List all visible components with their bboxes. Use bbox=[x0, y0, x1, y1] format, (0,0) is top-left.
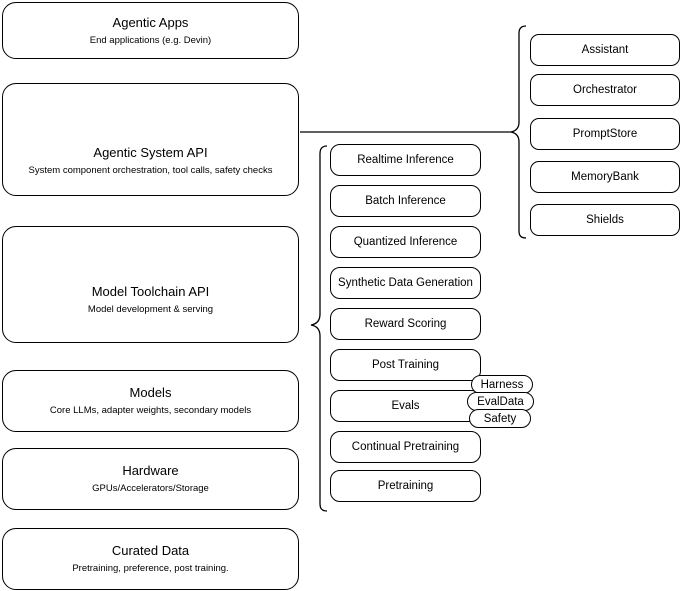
capability-realtime-inference-label: Realtime Inference bbox=[357, 154, 454, 166]
layer-hardware[interactable]: Hardware GPUs/Accelerators/Storage bbox=[2, 448, 299, 510]
capability-pretraining[interactable]: Pretraining bbox=[330, 470, 481, 502]
capability-reward-scoring-label: Reward Scoring bbox=[364, 318, 447, 330]
layer-hardware-content: Hardware GPUs/Accelerators/Storage bbox=[92, 463, 209, 495]
brace-system-components bbox=[510, 25, 527, 239]
layer-model-toolchain-api-subtitle: Model development & serving bbox=[87, 303, 214, 315]
layer-model-toolchain-api[interactable]: Model Toolchain API Model development & … bbox=[2, 226, 299, 343]
layer-hardware-subtitle: GPUs/Accelerators/Storage bbox=[92, 483, 209, 494]
capability-synthetic-data-generation-label: Synthetic Data Generation bbox=[338, 277, 473, 289]
layer-agentic-system-api-subtitle: System component orchestration, tool cal… bbox=[28, 164, 273, 176]
layer-curated-data-title: Curated Data bbox=[111, 543, 190, 558]
component-assistant[interactable]: Assistant bbox=[530, 34, 680, 66]
capability-continual-pretraining-label: Continual Pretraining bbox=[351, 441, 460, 453]
capability-reward-scoring[interactable]: Reward Scoring bbox=[330, 308, 481, 340]
capability-evals[interactable]: Evals bbox=[330, 390, 481, 422]
layer-agentic-apps-content: Agentic Apps End applications (e.g. Devi… bbox=[90, 15, 211, 47]
capability-realtime-inference[interactable]: Realtime Inference bbox=[330, 144, 481, 176]
layer-agentic-apps-subtitle: End applications (e.g. Devin) bbox=[89, 34, 212, 46]
component-orchestrator[interactable]: Orchestrator bbox=[530, 74, 680, 106]
layer-model-toolchain-api-title: Model Toolchain API bbox=[91, 283, 210, 299]
capability-batch-inference[interactable]: Batch Inference bbox=[330, 185, 481, 217]
capability-post-training-label: Post Training bbox=[371, 359, 440, 371]
capability-evals-label: Evals bbox=[391, 400, 420, 412]
capability-batch-inference-label: Batch Inference bbox=[365, 195, 446, 207]
brace-toolchain-capabilities bbox=[310, 145, 328, 512]
layer-agentic-apps-title: Agentic Apps bbox=[112, 14, 189, 30]
capability-synthetic-data-generation[interactable]: Synthetic Data Generation bbox=[330, 267, 481, 299]
component-promptstore-label: PromptStore bbox=[572, 128, 638, 140]
capability-quantized-inference[interactable]: Quantized Inference bbox=[330, 226, 481, 258]
evals-badge-harness-label: Harness bbox=[480, 378, 524, 391]
capability-quantized-inference-label: Quantized Inference bbox=[353, 236, 458, 248]
component-assistant-label: Assistant bbox=[581, 44, 629, 56]
evals-badge-safety[interactable]: Safety bbox=[469, 409, 531, 428]
component-memorybank-label: MemoryBank bbox=[571, 171, 639, 183]
layer-agentic-system-api-content: Agentic System API System component orch… bbox=[29, 145, 273, 177]
capability-post-training[interactable]: Post Training bbox=[330, 349, 481, 381]
capability-continual-pretraining[interactable]: Continual Pretraining bbox=[330, 431, 481, 463]
layer-agentic-apps[interactable]: Agentic Apps End applications (e.g. Devi… bbox=[2, 2, 299, 59]
layer-curated-data[interactable]: Curated Data Pretraining, preference, po… bbox=[2, 528, 299, 590]
evals-badge-evaldata-label: EvalData bbox=[477, 395, 524, 408]
layer-models-title: Models bbox=[129, 385, 172, 400]
component-memorybank[interactable]: MemoryBank bbox=[530, 161, 680, 193]
capability-pretraining-label: Pretraining bbox=[377, 480, 434, 492]
layer-agentic-system-api[interactable]: Agentic System API System component orch… bbox=[2, 83, 299, 196]
component-promptstore[interactable]: PromptStore bbox=[530, 118, 680, 150]
component-shields-label: Shields bbox=[586, 214, 624, 226]
layer-models[interactable]: Models Core LLMs, adapter weights, secon… bbox=[2, 370, 299, 432]
layer-curated-data-content: Curated Data Pretraining, preference, po… bbox=[72, 543, 228, 575]
layer-models-subtitle: Core LLMs, adapter weights, secondary mo… bbox=[49, 405, 252, 416]
component-orchestrator-label: Orchestrator bbox=[573, 84, 637, 96]
evals-badge-safety-label: Safety bbox=[483, 412, 517, 425]
layer-curated-data-subtitle: Pretraining, preference, post training. bbox=[72, 563, 229, 574]
layer-hardware-title: Hardware bbox=[122, 463, 179, 478]
layer-models-content: Models Core LLMs, adapter weights, secon… bbox=[50, 385, 251, 417]
layer-agentic-system-api-title: Agentic System API bbox=[93, 144, 208, 160]
layer-model-toolchain-api-content: Model Toolchain API Model development & … bbox=[88, 284, 213, 316]
component-shields[interactable]: Shields bbox=[530, 204, 680, 236]
